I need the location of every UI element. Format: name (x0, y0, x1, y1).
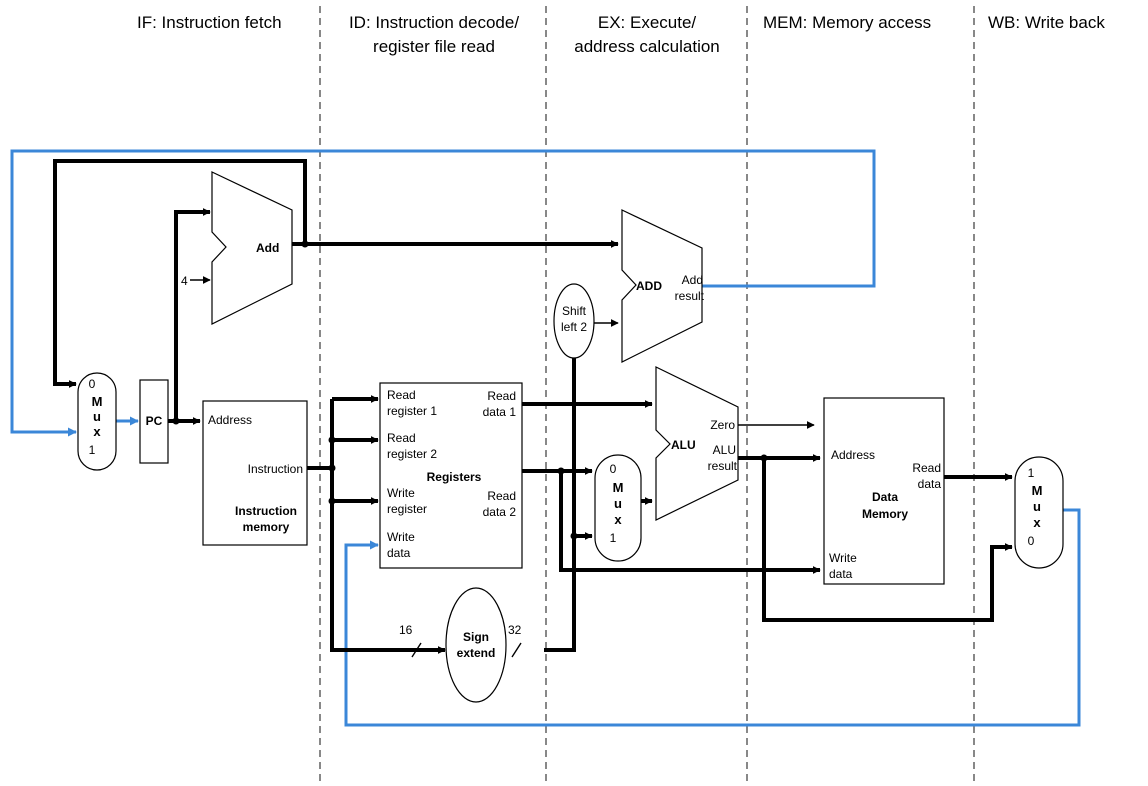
writeback-wire (344, 508, 1081, 727)
svg-text:data 1: data 1 (483, 405, 517, 419)
svg-text:u: u (93, 409, 101, 424)
thick-wires (53, 159, 1013, 654)
data-memory: Address Read data Write data Data Memory (823, 397, 945, 585)
svg-text:1: 1 (610, 531, 617, 545)
alu-result-to-wb-mux-wire (762, 458, 1013, 622)
svg-text:Sign: Sign (463, 630, 489, 644)
svg-text:x: x (614, 512, 622, 527)
pc-to-adder-wire (174, 208, 211, 421)
pc-mux-input-1: 1 (89, 443, 96, 457)
stage-separators (319, 6, 975, 786)
svg-text:u: u (1033, 499, 1041, 514)
svg-text:result: result (675, 289, 705, 303)
svg-text:M: M (613, 480, 624, 495)
svg-text:memory: memory (243, 520, 290, 534)
shift-left-2: Shift left 2 (553, 283, 595, 359)
writeback-mux: 1 M u x 0 (1014, 456, 1064, 569)
svg-text:Zero: Zero (710, 418, 735, 432)
svg-text:M: M (92, 394, 103, 409)
svg-text:data: data (387, 546, 411, 560)
sign-extend: Sign extend 16 32 (399, 587, 522, 703)
svg-text:Write: Write (387, 530, 415, 544)
svg-text:Address: Address (208, 413, 252, 427)
alu-label: ALU (671, 438, 696, 452)
svg-text:Shift: Shift (562, 304, 587, 318)
branch-target-wire (10, 149, 876, 437)
svg-text:Read: Read (912, 461, 941, 475)
svg-text:0: 0 (1028, 534, 1035, 548)
svg-text:1: 1 (1028, 466, 1035, 480)
stage-headers: IF: Instruction fetch ID: Instruction de… (137, 13, 1105, 56)
svg-text:Read: Read (487, 389, 516, 403)
stage-id-label-line1: ID: Instruction decode/ (349, 13, 519, 32)
pc-adder: Add 4 (181, 171, 293, 325)
pc-adder-label: Add (256, 241, 279, 255)
stage-wb-label: WB: Write back (988, 13, 1105, 32)
svg-text:Add: Add (682, 273, 703, 287)
branch-adder-label: ADD (636, 279, 662, 293)
svg-text:Write: Write (387, 486, 415, 500)
svg-text:result: result (708, 459, 738, 473)
register-file: Read register 1 Read register 2 Write re… (379, 382, 523, 569)
svg-text:0: 0 (610, 462, 617, 476)
bus-width-slash-16 (411, 642, 422, 658)
svg-text:Read: Read (387, 431, 416, 445)
bus-width-slash-32 (511, 642, 522, 658)
junction-dots (172, 240, 768, 540)
svg-text:data: data (918, 477, 942, 491)
svg-text:Memory: Memory (862, 507, 908, 521)
blue-wires (10, 149, 1081, 727)
svg-text:register 1: register 1 (387, 404, 437, 418)
pc-label: PC (146, 414, 163, 428)
svg-text:register: register (387, 502, 427, 516)
instruction-memory: Address Instruction Instruction memory (202, 400, 308, 546)
stage-mem-label: MEM: Memory access (763, 13, 931, 32)
pc-mux-input-0: 0 (89, 377, 96, 391)
read-data2-to-dmem-wire (559, 471, 821, 574)
svg-text:register 2: register 2 (387, 447, 437, 461)
svg-text:u: u (614, 496, 622, 511)
bus-width-16: 16 (399, 623, 413, 637)
svg-text:left 2: left 2 (561, 320, 587, 334)
svg-text:M: M (1032, 483, 1043, 498)
stage-id-label-line2: register file read (373, 37, 495, 56)
svg-text:Instruction: Instruction (248, 462, 303, 476)
svg-text:Address: Address (831, 448, 875, 462)
svg-text:Data: Data (872, 490, 898, 504)
svg-text:Write: Write (829, 551, 857, 565)
alu: ALU Zero ALU result (655, 366, 739, 521)
svg-text:x: x (93, 424, 101, 439)
branch-adder: ADD Add result (621, 209, 705, 363)
stage-if-label: IF: Instruction fetch (137, 13, 282, 32)
stage-ex-label-line2: address calculation (574, 37, 720, 56)
thin-wires (190, 276, 815, 658)
sign-extend-up-wire (544, 356, 576, 652)
svg-text:ALU: ALU (713, 443, 736, 457)
alu-mux: 0 M u x 1 (594, 454, 642, 562)
svg-text:data 2: data 2 (483, 505, 517, 519)
svg-text:Read: Read (387, 388, 416, 402)
svg-text:data: data (829, 567, 853, 581)
pc-mux: 0 M u x 1 (77, 372, 117, 471)
svg-text:extend: extend (457, 646, 496, 660)
pc-register: PC (139, 379, 169, 464)
stage-ex-label-line1: EX: Execute/ (598, 13, 697, 32)
bus-width-32: 32 (508, 623, 522, 637)
registers-title: Registers (427, 470, 482, 484)
instruction-split-wire (330, 399, 446, 654)
svg-text:Instruction: Instruction (235, 504, 297, 518)
constant-4-label: 4 (181, 274, 188, 288)
svg-text:x: x (1033, 515, 1041, 530)
svg-text:Read: Read (487, 489, 516, 503)
